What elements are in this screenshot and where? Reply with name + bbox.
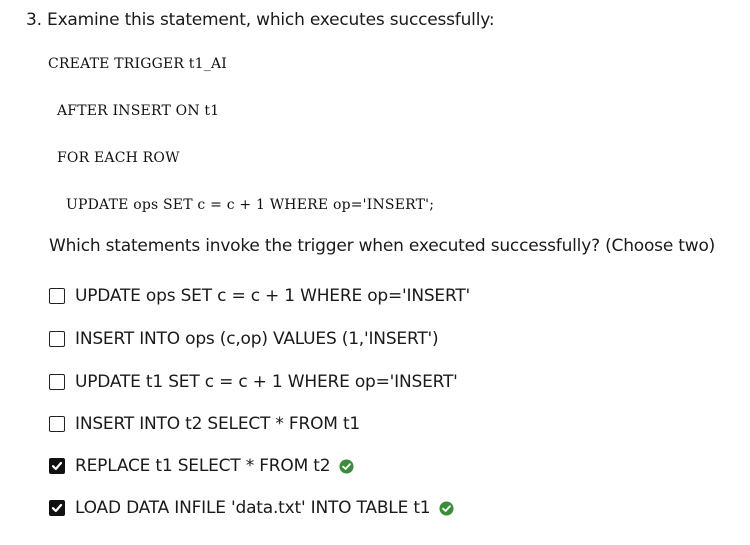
code-line-3: FOR EACH ROW — [57, 150, 180, 166]
option-checkbox-checked[interactable] — [49, 500, 65, 516]
option-2[interactable]: INSERT INTO ops (c,op) VALUES (1,'INSERT… — [49, 329, 439, 349]
check-circle-icon — [339, 458, 354, 474]
option-checkbox[interactable] — [49, 331, 65, 347]
option-label: INSERT INTO t2 SELECT * FROM t1 — [75, 414, 361, 434]
option-5[interactable]: REPLACE t1 SELECT * FROM t2 — [49, 456, 354, 476]
code-line-1: CREATE TRIGGER t1_AI — [48, 56, 227, 72]
option-label: LOAD DATA INFILE 'data.txt' INTO TABLE t… — [75, 498, 431, 518]
option-checkbox[interactable] — [49, 416, 65, 432]
option-1[interactable]: UPDATE ops SET c = c + 1 WHERE op='INSER… — [49, 286, 470, 306]
option-4[interactable]: INSERT INTO t2 SELECT * FROM t1 — [49, 414, 360, 434]
option-checkbox[interactable] — [49, 288, 65, 304]
option-label: REPLACE t1 SELECT * FROM t2 — [75, 456, 331, 476]
option-checkbox[interactable] — [49, 374, 65, 390]
code-line-2: AFTER INSERT ON t1 — [57, 103, 220, 119]
option-label: UPDATE ops SET c = c + 1 WHERE op='INSER… — [75, 286, 471, 306]
option-label: UPDATE t1 SET c = c + 1 WHERE op='INSERT… — [75, 372, 458, 392]
option-label: INSERT INTO ops (c,op) VALUES (1,'INSERT… — [75, 329, 439, 349]
choose-prompt: Which statements invoke the trigger when… — [49, 236, 716, 256]
option-3[interactable]: UPDATE t1 SET c = c + 1 WHERE op='INSERT… — [49, 372, 458, 392]
question-stem: 3. Examine this statement, which execute… — [26, 10, 495, 30]
code-line-4: UPDATE ops SET c = c + 1 WHERE op='INSER… — [66, 197, 435, 213]
check-icon — [51, 503, 63, 513]
check-circle-icon — [439, 500, 454, 516]
check-icon — [51, 461, 63, 471]
option-6[interactable]: LOAD DATA INFILE 'data.txt' INTO TABLE t… — [49, 498, 454, 518]
option-checkbox-checked[interactable] — [49, 458, 65, 474]
